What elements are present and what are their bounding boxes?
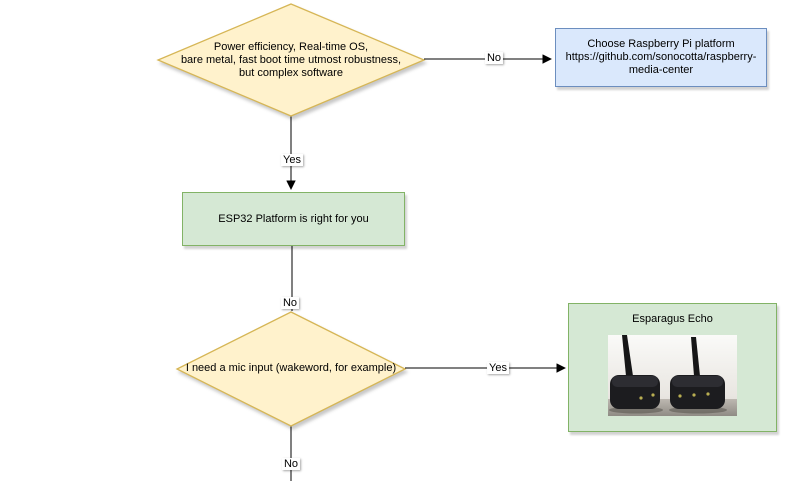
decision2-diamond bbox=[175, 311, 407, 427]
device-right-top-face bbox=[672, 376, 723, 387]
device-left bbox=[609, 335, 663, 414]
esparagus-devices-photo bbox=[608, 335, 737, 416]
raspberry-pi-node: Choose Raspberry Pi platform https://git… bbox=[555, 28, 767, 87]
device-left-top-face bbox=[612, 376, 658, 387]
edge-label-yes-1: Yes bbox=[281, 154, 303, 166]
device-right-led bbox=[678, 394, 682, 398]
edge-label-yes-2: Yes bbox=[487, 362, 509, 374]
device-right-antenna bbox=[691, 337, 700, 376]
device-right bbox=[669, 337, 727, 414]
esparagus-echo-node: Esparagus Echo bbox=[568, 303, 777, 432]
device-left-led bbox=[639, 396, 643, 400]
device-right-led bbox=[692, 393, 696, 397]
device-left-antenna bbox=[622, 335, 633, 376]
edge-label-no-3: No bbox=[281, 458, 301, 470]
esparagus-echo-title: Esparagus Echo bbox=[632, 313, 713, 325]
esp32-node: ESP32 Platform is right for you bbox=[182, 192, 405, 246]
decision1-diamond bbox=[156, 3, 426, 117]
device-left-led bbox=[651, 393, 655, 397]
edge-label-no-1: No bbox=[484, 52, 504, 64]
device-right-led bbox=[706, 392, 710, 396]
edge-label-no-2: No bbox=[280, 297, 300, 309]
